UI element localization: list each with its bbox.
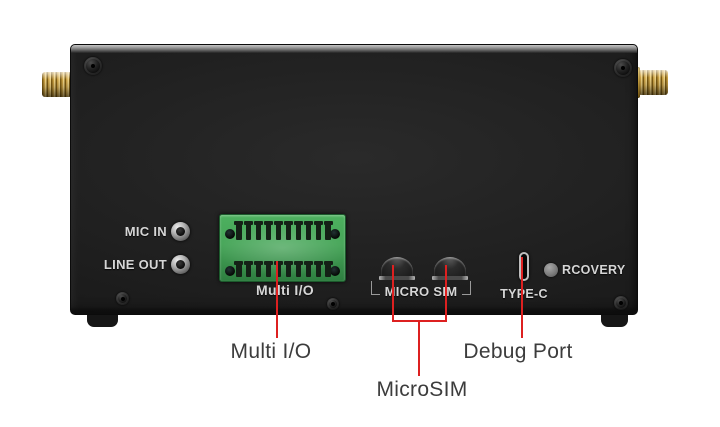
mic-in-jack: [171, 222, 190, 241]
line-out-label: LINE OUT: [103, 257, 167, 272]
usb-type-c-port: [519, 252, 529, 281]
terminal-pin-row: [234, 221, 333, 240]
terminal-pin: [304, 221, 313, 240]
micro-sim-slot-2: [432, 257, 468, 282]
terminal-pin: [234, 221, 243, 240]
terminal-screw-hole: [225, 229, 235, 239]
terminal-pin: [264, 221, 273, 240]
mic-in-label: MIC IN: [124, 224, 167, 239]
terminal-pin: [323, 261, 333, 277]
sim-slot-base: [379, 276, 415, 280]
micro-sim-slot-1: [379, 257, 415, 282]
corner-screw-icon: [614, 59, 632, 77]
recovery-button: [544, 263, 558, 277]
terminal-pin: [274, 221, 283, 240]
annotation-multi-io: Multi I/O: [230, 340, 312, 363]
annotation-microsim: MicroSIM: [376, 378, 468, 401]
callout-line-debug-port: [521, 257, 523, 338]
panel-screw-icon: [614, 296, 628, 310]
callout-line-sim2: [445, 265, 447, 322]
micro-sim-bracket-right: [462, 281, 471, 295]
terminal-pin: [284, 221, 293, 240]
terminal-pin: [304, 261, 313, 277]
terminal-screw-hole: [225, 266, 235, 276]
recovery-panel-label: RCOVERY: [562, 263, 626, 277]
terminal-pin: [244, 261, 253, 277]
terminal-pin: [234, 261, 243, 277]
terminal-pin: [313, 221, 323, 240]
terminal-pin: [294, 221, 303, 240]
terminal-pin-row: [234, 261, 333, 277]
callout-line-sim-horizontal: [392, 320, 447, 322]
annotation-debug-port: Debug Port: [463, 340, 573, 363]
panel-screw-icon: [116, 292, 129, 305]
terminal-screw-hole: [330, 229, 340, 239]
callout-line-sim1: [392, 265, 394, 322]
terminal-pin: [294, 261, 303, 277]
corner-screw-icon: [84, 57, 102, 75]
callout-line-multi-io: [276, 261, 278, 338]
terminal-pin: [274, 261, 283, 277]
device-enclosure: MIC IN LINE OUT Multi I/O MICRO SIM TYPE…: [70, 44, 638, 315]
terminal-pin: [264, 261, 273, 277]
sim-slot-base: [432, 276, 468, 280]
multi-io-terminal-block: [219, 214, 346, 282]
terminal-pin: [313, 261, 323, 277]
terminal-pin: [284, 261, 293, 277]
micro-sim-panel-label: MICRO SIM: [384, 284, 458, 299]
terminal-pin: [254, 261, 263, 277]
panel-screw-icon: [327, 298, 339, 310]
terminal-screw-hole: [330, 266, 340, 276]
line-out-jack: [171, 255, 190, 274]
terminal-pin: [244, 221, 253, 240]
sma-antenna-connector-right: [628, 67, 668, 98]
callout-line-sim-stem: [418, 322, 420, 376]
terminal-pin: [254, 221, 263, 240]
multi-io-panel-label: Multi I/O: [256, 282, 314, 298]
micro-sim-bracket-left: [371, 281, 380, 295]
sma-antenna-connector-left: [42, 69, 82, 100]
sim-slot-cover: [434, 257, 466, 277]
type-c-panel-label: TYPE-C: [500, 287, 548, 301]
terminal-pin: [323, 221, 333, 240]
sim-slot-cover: [381, 257, 413, 277]
